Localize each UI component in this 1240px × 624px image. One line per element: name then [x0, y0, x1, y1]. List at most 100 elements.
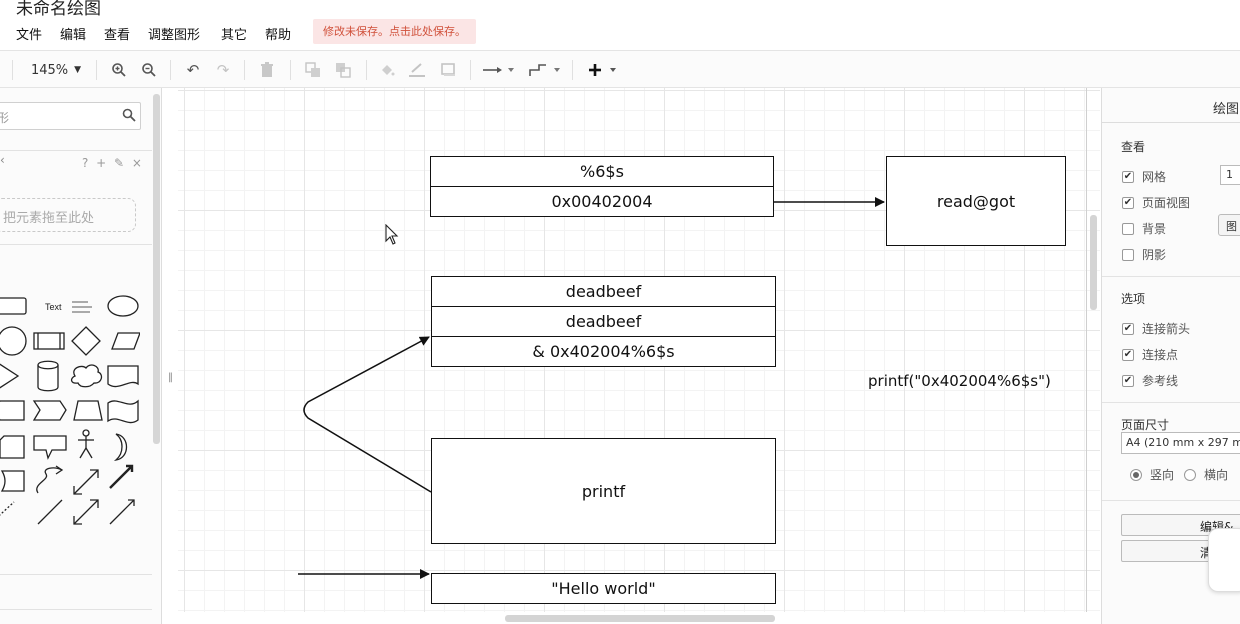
- page-view-toggle[interactable]: ✔ 页面视图: [1122, 194, 1190, 211]
- divider: [0, 574, 152, 575]
- toolbar-separator: [290, 60, 291, 80]
- connection-arrows-toggle[interactable]: ✔ 连接箭头: [1122, 320, 1190, 337]
- plus-icon[interactable]: [584, 59, 622, 81]
- diamond-shape: [71, 326, 101, 356]
- zoom-level: 145%: [30, 62, 69, 78]
- document-shape: [107, 365, 139, 388]
- read-got-box[interactable]: read@got: [886, 156, 1066, 246]
- toolbar-separator: [572, 60, 573, 80]
- canvas-horizontal-scrollbar[interactable]: [505, 615, 775, 622]
- toolbar-separator: [366, 60, 367, 80]
- to-back-icon[interactable]: [332, 59, 354, 81]
- hello-world-box[interactable]: "Hello world": [431, 573, 776, 604]
- scratchpad-dropzone[interactable]: 把元素拖至此处: [0, 198, 136, 232]
- background-toggle[interactable]: 背景: [1122, 220, 1166, 237]
- divider: [0, 150, 152, 151]
- portrait-label: 竖向: [1150, 468, 1175, 482]
- divider: [1102, 402, 1240, 403]
- toolbar-separator: [244, 60, 245, 80]
- shadow-icon[interactable]: [438, 59, 460, 81]
- moon-shape: [113, 433, 128, 461]
- zoom-out-icon[interactable]: [138, 59, 160, 81]
- process-shape: [33, 332, 65, 350]
- canvas-vertical-scrollbar[interactable]: [1090, 215, 1097, 310]
- shadow-label: 阴影: [1142, 248, 1167, 262]
- shape-sidebar: 形 ‹ ? + ✎ × 把元素拖至此处: [0, 88, 162, 624]
- unsaved-changes-notice[interactable]: 修改未保存。点击此处保存。: [313, 19, 476, 44]
- stack-row-deadbeef-1[interactable]: deadbeef: [431, 276, 776, 307]
- tape-shape: [0, 400, 25, 421]
- wave-shape: [107, 399, 139, 424]
- undo-icon[interactable]: ↶: [186, 61, 200, 79]
- menu-arrange[interactable]: 调整图形: [148, 28, 201, 43]
- zoom-in-icon[interactable]: [108, 59, 130, 81]
- checkbox-checked-icon: ✔: [1122, 348, 1134, 361]
- to-front-icon[interactable]: [302, 59, 324, 81]
- parallelogram-shape: [111, 332, 140, 350]
- menu-edit[interactable]: 编辑: [60, 28, 87, 43]
- radio-unselected-icon: [1184, 468, 1196, 481]
- mouse-pointer-icon: [385, 224, 399, 245]
- top-table-row-format[interactable]: %6$s: [430, 156, 774, 187]
- scratchpad-actions[interactable]: ? + ✎ ×: [82, 156, 144, 170]
- printf-box[interactable]: printf: [431, 438, 776, 544]
- connection-points-label: 连接点: [1142, 348, 1179, 362]
- line-shape: [37, 499, 63, 525]
- directional-line-shape: [109, 499, 135, 525]
- text-shape-label: Text: [45, 302, 62, 312]
- divider: [0, 244, 152, 245]
- fill-color-icon[interactable]: [376, 59, 398, 81]
- actor-shape: [82, 429, 90, 437]
- circle-shape: [0, 326, 27, 356]
- diagram-title[interactable]: 未命名绘图: [16, 0, 101, 19]
- connection-points-toggle[interactable]: ✔ 连接点: [1122, 346, 1178, 363]
- printf-annotation[interactable]: printf("0x402004%6$s"): [868, 372, 1051, 390]
- toolbar-separator: [96, 60, 97, 80]
- landscape-radio[interactable]: 横向: [1184, 466, 1228, 483]
- redo-icon[interactable]: ↷: [216, 61, 230, 79]
- grid-label: 网格: [1142, 170, 1167, 184]
- sidebar-resize-handle[interactable]: ‖: [168, 372, 173, 383]
- toolbar-separator: [12, 60, 13, 80]
- shape-search-input[interactable]: 形: [0, 102, 141, 130]
- portrait-radio[interactable]: 竖向: [1130, 466, 1174, 483]
- search-icon[interactable]: [122, 108, 136, 126]
- grid-size-input[interactable]: 1: [1220, 165, 1240, 185]
- menu-extras[interactable]: 其它: [221, 28, 248, 43]
- connection-arrow-icon[interactable]: [480, 59, 518, 81]
- cloud-shape: [70, 364, 103, 388]
- grid-toggle[interactable]: ✔ 网格: [1122, 168, 1166, 185]
- shape-palette[interactable]: Text: [0, 288, 140, 538]
- chevron-down-icon: ▼: [74, 65, 82, 75]
- card-shape: [0, 435, 25, 459]
- view-section-title: 查看: [1121, 140, 1146, 154]
- line-color-icon[interactable]: [406, 59, 428, 81]
- ellipse-shape: [107, 295, 139, 317]
- background-image-button[interactable]: 图: [1218, 214, 1240, 236]
- stack-row-deadbeef-2[interactable]: deadbeef: [431, 306, 776, 337]
- floating-popup[interactable]: [1208, 528, 1240, 592]
- menu-view[interactable]: 查看: [104, 28, 131, 43]
- stack-row-format-pointer[interactable]: & 0x402004%6$s: [431, 336, 776, 367]
- section-chevron-icon[interactable]: ‹: [0, 153, 5, 167]
- page-size-select[interactable]: A4 (210 mm x 297 m: [1121, 432, 1240, 454]
- waypoint-icon[interactable]: [526, 59, 564, 81]
- sidebar-scrollbar[interactable]: [153, 94, 160, 444]
- guides-label: 参考线: [1142, 374, 1179, 388]
- guides-toggle[interactable]: ✔ 参考线: [1122, 372, 1178, 389]
- divider: [0, 609, 152, 610]
- zoom-select[interactable]: 145% ▼: [28, 59, 84, 81]
- page-size-section-title: 页面尺寸: [1121, 418, 1170, 432]
- panel-tab-diagram[interactable]: 绘图: [1213, 102, 1240, 117]
- or-shape: [0, 470, 25, 492]
- toolbar-separator: [470, 60, 471, 80]
- shadow-toggle[interactable]: 阴影: [1122, 246, 1166, 263]
- curve-shape: [36, 467, 63, 494]
- top-table-row-address[interactable]: 0x00402004: [430, 186, 774, 217]
- menu-help[interactable]: 帮助: [265, 28, 292, 43]
- trash-icon[interactable]: [256, 59, 278, 81]
- menu-file[interactable]: 文件: [16, 28, 43, 43]
- step-shape: [32, 400, 67, 421]
- rectangle-shape: [0, 297, 27, 315]
